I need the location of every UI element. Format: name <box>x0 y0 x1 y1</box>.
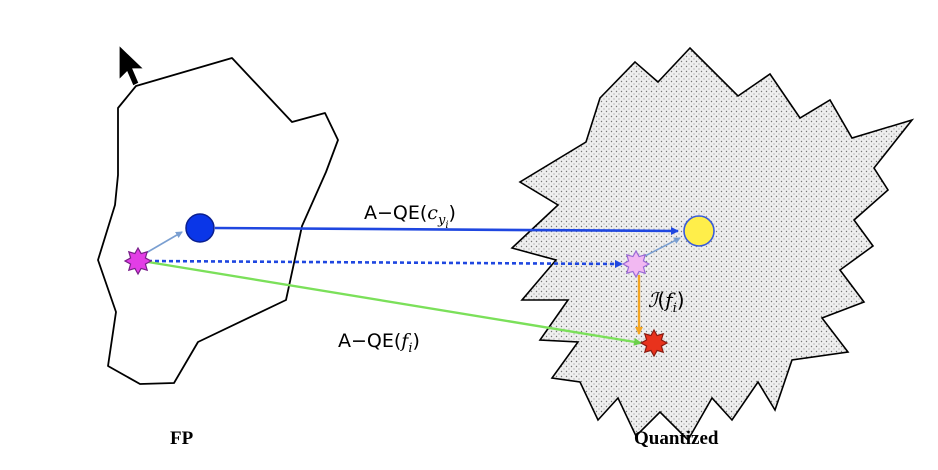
quantized-caption: Quantized <box>634 428 719 449</box>
fp-feature-star <box>123 246 153 276</box>
interp-open: ( <box>657 288 665 312</box>
fp-small-arrow <box>145 231 183 254</box>
aqe-feature-var: f <box>399 330 411 352</box>
aqe-class-var: c <box>427 202 438 224</box>
aqe-feature-arrow <box>147 260 642 346</box>
aqe-class-suffix: ) <box>449 202 456 224</box>
quantized-small-arrow <box>644 237 681 257</box>
aqe-feature-label: A−QE(fi) <box>338 330 420 356</box>
projected-feature-star <box>621 249 651 279</box>
interp-sub: i <box>673 301 677 316</box>
quantized-region <box>510 46 915 442</box>
interp-label: ℐ(fi) <box>648 288 685 316</box>
aqe-feature-suffix: ) <box>413 330 420 352</box>
aqe-class-arrow <box>214 226 679 235</box>
fp-caption: FP <box>170 428 194 449</box>
mouse-pointer-icon <box>118 43 146 87</box>
quantized-feature-star <box>639 328 669 358</box>
aqe-class-subsub: i <box>445 220 448 231</box>
interp-close: ) <box>677 288 685 312</box>
fp-region <box>97 57 339 385</box>
aqe-class-prefix: A−QE( <box>364 202 427 224</box>
aqe-class-label: A−QE(cyi) <box>364 202 456 231</box>
fp-class-center <box>185 213 215 243</box>
feature-projection-arrow <box>147 259 623 268</box>
aqe-feature-prefix: A−QE( <box>338 330 401 352</box>
quantized-class-center <box>683 215 715 247</box>
aqe-class-sub: y <box>437 213 446 228</box>
aqe-feature-sub: i <box>408 341 412 356</box>
